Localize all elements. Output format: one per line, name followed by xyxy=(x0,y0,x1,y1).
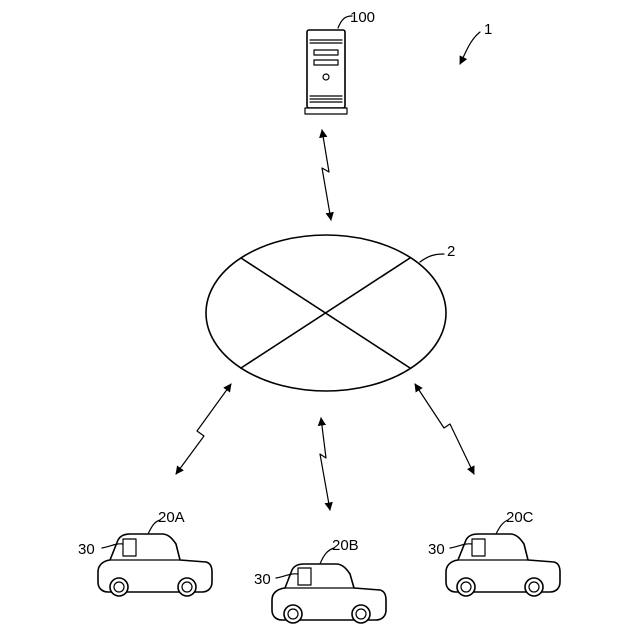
in-vehicle-device-icon xyxy=(123,539,136,556)
wheel-icon xyxy=(457,578,475,596)
server-label: 100 xyxy=(350,9,375,26)
vehicle-20b: 20B 30 xyxy=(254,537,386,623)
wheel-icon xyxy=(525,578,543,596)
wheel-icon xyxy=(178,578,196,596)
car-icon xyxy=(446,534,560,596)
device-label: 30 xyxy=(78,541,95,558)
system-label: 1 xyxy=(484,21,492,38)
vehicle-20a: 20A 30 xyxy=(78,509,212,596)
vehicle-20c: 20C 30 xyxy=(428,509,560,596)
network-vehicle-20c-wireless-link xyxy=(415,384,474,474)
wheel-icon xyxy=(110,578,128,596)
in-vehicle-device-icon xyxy=(472,539,485,556)
server: 100 xyxy=(305,9,375,114)
in-vehicle-device-icon xyxy=(298,568,311,585)
network-leader-line xyxy=(420,254,444,262)
car-icon xyxy=(272,564,386,623)
server-icon xyxy=(305,30,347,114)
wheel-icon xyxy=(284,605,302,623)
system-pointer-arrow xyxy=(460,32,480,64)
network-vehicle-20b-wireless-link xyxy=(320,418,330,510)
network-label: 2 xyxy=(447,243,455,260)
vehicle-label: 20B xyxy=(332,537,359,554)
vehicle-label: 20C xyxy=(506,509,534,526)
vehicle-label: 20A xyxy=(158,509,185,526)
wheel-icon xyxy=(352,605,370,623)
network-vehicle-20a-wireless-link xyxy=(176,384,231,474)
device-label: 30 xyxy=(428,541,445,558)
server-network-wireless-link xyxy=(322,130,331,220)
device-label: 30 xyxy=(254,571,271,588)
car-icon xyxy=(98,534,212,596)
network: 2 xyxy=(206,235,455,391)
system-reference: 1 xyxy=(460,21,492,64)
